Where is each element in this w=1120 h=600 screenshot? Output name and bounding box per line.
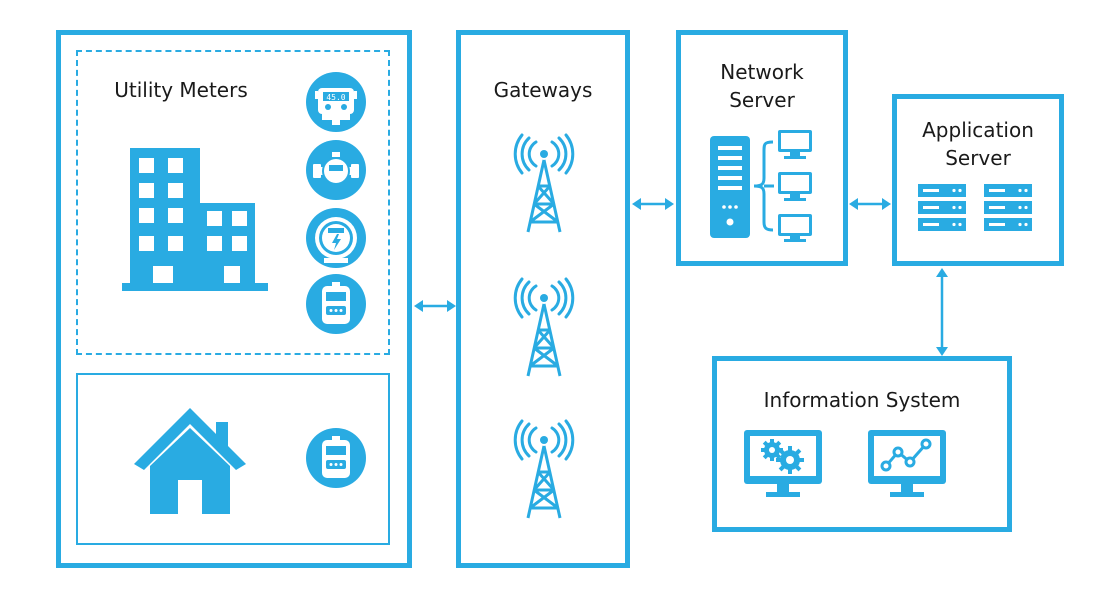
gas-meter-icon [306, 428, 366, 488]
application-server-title-line1: Application [922, 118, 1034, 142]
utility-meters-title: Utility Meters [114, 78, 248, 102]
application-server-title-line2: Server [945, 146, 1011, 170]
electric-meter-icon [306, 208, 366, 268]
household-group [76, 373, 390, 545]
gateways-title: Gateways [493, 78, 593, 102]
analytics-monitor-icon [868, 430, 946, 497]
office-building-icon [122, 148, 268, 291]
water-meter-icon: 45.0 [306, 72, 366, 132]
bidirectional-arrow [849, 198, 891, 210]
information-system-title: Information System [763, 388, 961, 412]
network-server-title-line2: Server [729, 88, 795, 112]
pipe-meter-icon [306, 140, 366, 200]
gas-meter-icon [306, 274, 366, 334]
tower-icon [513, 419, 575, 519]
server-rack-icon [984, 184, 1032, 231]
settings-monitor-icon [744, 430, 822, 497]
meters-group [76, 50, 390, 355]
application-server-panel [892, 94, 1064, 266]
server-network-icon [710, 130, 812, 242]
server-rack-icon [918, 184, 966, 231]
bidirectional-arrow [414, 300, 456, 312]
tower-icon [513, 133, 575, 233]
network-server-panel [676, 30, 848, 266]
tower-icon [513, 277, 575, 377]
network-server-title-line1: Network [720, 60, 804, 84]
svg-text:45.0: 45.0 [326, 93, 345, 102]
bidirectional-arrow [936, 268, 948, 356]
bidirectional-arrow [632, 198, 674, 210]
house-icon [134, 408, 246, 514]
